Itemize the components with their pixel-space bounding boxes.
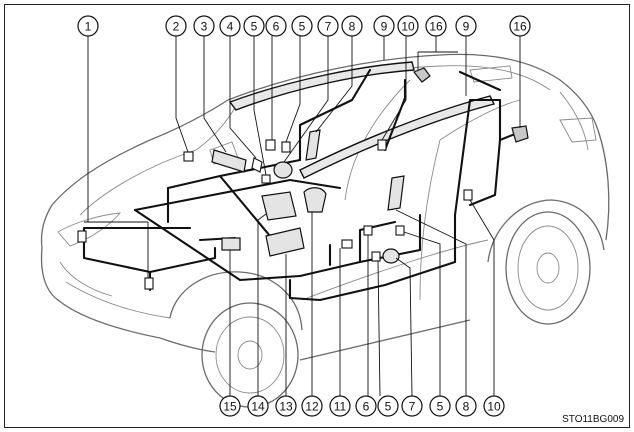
callout-bottom-8: 8 [455,395,477,417]
svg-text:8: 8 [349,20,356,34]
callout-top-6: 6 [265,15,287,37]
callout-top-8: 8 [341,15,363,37]
svg-text:5: 5 [437,400,444,414]
svg-text:5: 5 [385,400,392,414]
front-airbag-sensor-right [144,277,154,290]
svg-text:4: 4 [227,20,234,34]
callout-top-2: 2 [165,15,187,37]
svg-text:7: 7 [409,400,416,414]
svg-text:5: 5 [299,20,306,34]
svg-text:16: 16 [429,20,443,34]
callout-bottom-10: 10 [483,395,505,417]
top-callouts: 1 2 3 4 5 6 5 7 [77,15,531,37]
callout-bottom-15: 15 [219,395,241,417]
component-13 [265,227,305,257]
callout-bottom-7: 7 [401,395,423,417]
front-airbag-sensor-left [77,230,87,243]
component-7-top [273,161,293,179]
component-10-rear [463,189,473,201]
svg-text:6: 6 [273,20,280,34]
svg-text:16: 16 [513,20,527,34]
bottom-callouts: 15 14 13 12 11 6 5 7 [219,395,505,417]
svg-text:12: 12 [305,400,319,414]
callout-top-5a: 5 [243,15,265,37]
svg-text:7: 7 [325,20,332,34]
diagram-frame [4,4,630,428]
callout-bottom-11: 11 [329,395,351,417]
callout-top-3: 3 [193,15,215,37]
component-5-front [261,174,271,184]
svg-text:15: 15 [223,400,237,414]
callout-top-10: 10 [397,15,419,37]
callout-bottom-6: 6 [355,395,377,417]
leader-lines [84,36,521,397]
component-6-lower [363,225,373,236]
callout-top-9b: 9 [455,15,477,37]
component-11 [341,239,353,249]
component-2 [183,151,194,162]
component-12 [303,187,327,213]
callout-bottom-14: 14 [247,395,269,417]
svg-text:6: 6 [363,400,370,414]
component-16-right [511,125,529,143]
svg-text:5: 5 [251,20,258,34]
component-8-rear [387,175,405,211]
callout-bottom-5a: 5 [377,395,399,417]
component-7-rear [382,248,400,264]
svg-text:11: 11 [334,400,347,414]
diagram-code: STO11BG009 [562,414,624,425]
callout-top-16a: 16 [425,15,447,37]
component-10-top [377,139,387,151]
component-16-top [413,67,431,83]
svg-text:8: 8 [463,400,470,414]
svg-text:10: 10 [401,20,415,34]
svg-text:13: 13 [279,400,293,414]
component-6-top [265,139,276,151]
svg-text:9: 9 [463,20,470,34]
car-body-outline [40,53,610,408]
svg-text:10: 10 [487,400,501,414]
callout-bottom-5b: 5 [429,395,451,417]
component-8-top [305,129,321,161]
svg-text:9: 9 [381,20,388,34]
callout-top-1: 1 [77,15,99,37]
callout-top-5b: 5 [291,15,313,37]
curtain-airbag-left [228,61,415,111]
component-15 [221,237,241,251]
callout-top-16b: 16 [509,15,531,37]
callout-bottom-13: 13 [275,395,297,417]
component-14 [261,191,297,221]
curtain-airbag-right [299,95,496,179]
wiring-harness [82,68,522,302]
component-5-second [281,141,291,153]
callout-bottom-12: 12 [301,395,323,417]
component-4 [251,157,263,173]
svg-text:14: 14 [251,400,265,414]
callout-top-9a: 9 [373,15,395,37]
svg-text:3: 3 [201,20,208,34]
component-5-rear [395,225,405,236]
component-5-lower [371,251,381,262]
callout-top-4: 4 [219,15,241,37]
callout-top-7: 7 [317,15,339,37]
svg-text:1: 1 [85,20,92,34]
component-3 [211,149,247,173]
svg-text:2: 2 [173,20,180,34]
